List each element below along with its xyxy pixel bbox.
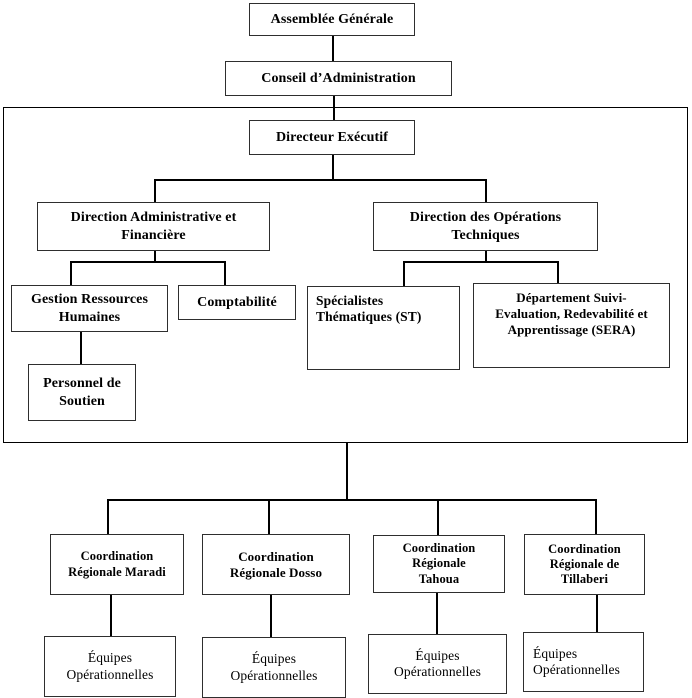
node-direction-operations-techniques: Direction des Opérations Techniques	[373, 202, 598, 251]
connector-line	[110, 595, 112, 636]
connector-line	[403, 261, 557, 263]
connector-line	[70, 261, 225, 263]
node-conseil-administration: Conseil d’Administration	[225, 61, 452, 96]
node-equipes-operationnelles-tahoua: Équipes Opérationnelles	[368, 634, 507, 694]
connector-line	[332, 36, 334, 61]
node-equipes-operationnelles-maradi: Équipes Opérationnelles	[44, 636, 176, 697]
node-coordination-tahoua: Coordination Régionale Tahoua	[373, 535, 505, 593]
connector-line	[437, 499, 439, 535]
connector-line	[333, 96, 335, 120]
connector-line	[485, 251, 487, 261]
connector-line	[436, 593, 438, 634]
connector-line	[596, 595, 598, 632]
node-coordination-maradi: Coordination Régionale Maradi	[50, 534, 184, 595]
connector-line	[557, 261, 559, 283]
node-directeur-executif: Directeur Exécutif	[249, 120, 415, 155]
node-departement-sera: Département Suivi- Evaluation, Redevabil…	[473, 283, 670, 368]
connector-line	[268, 499, 270, 534]
node-personnel-de-soutien: Personnel de Soutien	[28, 364, 136, 421]
connector-line	[270, 595, 272, 637]
connector-line	[107, 499, 596, 501]
node-gestion-ressources-humaines: Gestion Ressources Humaines	[11, 285, 168, 332]
executive-frame	[3, 107, 688, 443]
node-assemblee-generale: Assemblée Générale	[249, 3, 415, 36]
connector-line	[80, 332, 82, 364]
connector-line	[595, 499, 597, 534]
node-coordination-dosso: Coordination Régionale Dosso	[202, 534, 350, 595]
connector-line	[346, 443, 348, 499]
connector-line	[332, 155, 334, 179]
connector-line	[224, 261, 226, 285]
node-direction-administrative-financiere: Direction Administrative et Financière	[37, 202, 270, 251]
connector-line	[107, 499, 109, 534]
node-equipes-operationnelles-tillaberi: Équipes Opérationnelles	[523, 632, 644, 692]
connector-line	[485, 179, 487, 202]
node-specialistes-thematiques: Spécialistes Thématiques (ST)	[307, 286, 460, 370]
node-equipes-operationnelles-dosso: Équipes Opérationnelles	[202, 637, 346, 698]
node-coordination-tillaberi: Coordination Régionale de Tillaberi	[524, 534, 645, 595]
connector-line	[70, 261, 72, 285]
connector-line	[154, 251, 156, 261]
connector-line	[154, 179, 486, 181]
connector-line	[403, 261, 405, 286]
connector-line	[154, 179, 156, 202]
node-comptabilite: Comptabilité	[178, 285, 296, 320]
